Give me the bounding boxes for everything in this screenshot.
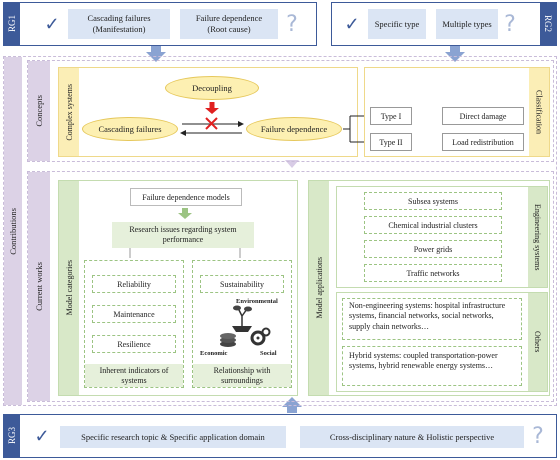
- non-engineering-box: Non-engineering systems: hospital infras…: [342, 298, 522, 340]
- research-issues-box: Research issues regarding system perform…: [112, 222, 254, 248]
- sustainability-box: Sustainability: [200, 275, 284, 293]
- rg1-tab: RG1: [4, 3, 20, 45]
- rg1-item-dependence: Failure dependence (Root cause): [180, 9, 278, 39]
- classification-tab: Classification: [529, 68, 549, 156]
- model-categories-tab: Model categories: [59, 181, 79, 395]
- social-label: Social: [260, 350, 277, 357]
- complex-systems-label: Complex systems: [64, 83, 74, 141]
- engineering-item-chemical: Chemical industrial clusters: [364, 216, 502, 234]
- rg3-item-cross: Cross-disciplinary nature & Holistic per…: [300, 426, 524, 448]
- classification-label: Classification: [534, 90, 544, 134]
- check-icon: ✓: [344, 13, 360, 34]
- question-icon: ?: [286, 11, 298, 37]
- check-icon: ✓: [44, 13, 60, 34]
- rg2-item-multiple: Multiple types: [436, 9, 498, 39]
- rg3-item-specific: Specific research topic & Specific appli…: [60, 426, 286, 448]
- engineering-item-traffic: Traffic networks: [364, 264, 502, 282]
- concepts-tab: Concepts: [28, 61, 50, 161]
- failure-dependence-models-box: Failure dependence models: [130, 188, 242, 206]
- others-frame: [336, 292, 548, 392]
- rg2-tab-label: RG2: [543, 15, 553, 33]
- current-works-frame: [27, 171, 554, 402]
- type1-box: Type I: [370, 107, 412, 125]
- complex-systems-tab: Complex systems: [59, 68, 79, 156]
- model-applications-label: Model applications: [314, 257, 324, 319]
- rg2-item-specific: Specific type: [368, 9, 426, 39]
- contributions-frame: [3, 56, 557, 406]
- relationship-label: Relationship with surroundings: [193, 364, 291, 387]
- contributions-label: Contributions: [8, 207, 18, 255]
- sustainability-illustration: [220, 305, 271, 347]
- others-tab: Others: [528, 293, 547, 391]
- engineering-systems-label: Engineering systems: [533, 203, 542, 271]
- engineering-systems-tab: Engineering systems: [528, 187, 547, 287]
- rg3-tab-label: RG3: [7, 427, 17, 445]
- direct-damage-box: Direct damage: [442, 107, 524, 125]
- question-icon: ?: [532, 423, 544, 449]
- cascading-failures-ellipse: Cascading failures: [82, 117, 178, 141]
- rg2-tab: RG2: [540, 3, 556, 45]
- economic-label: Economic: [200, 350, 228, 357]
- model-categories-label: Model categories: [64, 260, 74, 316]
- type2-box: Type II: [370, 133, 412, 151]
- others-label: Others: [533, 331, 542, 353]
- check-icon: ✓: [34, 425, 50, 446]
- contributions-tab: Contributions: [4, 57, 22, 405]
- model-applications-tab: Model applications: [309, 181, 329, 395]
- load-redistribution-box: Load redistribution: [442, 133, 524, 151]
- current-works-tab: Current works: [28, 172, 50, 401]
- rg3-tab: RG3: [4, 415, 20, 457]
- failure-dependence-ellipse: Failure dependence: [246, 117, 342, 141]
- decoupling-ellipse: Decoupling: [165, 76, 259, 100]
- engineering-item-subsea: Subsea systems: [364, 192, 502, 210]
- concepts-frame: [27, 60, 554, 162]
- environmental-label: Environmental: [236, 298, 278, 305]
- engineering-systems-frame: [336, 186, 548, 288]
- rg1-tab-label: RG1: [7, 15, 17, 33]
- resilience-box: Resilience: [92, 335, 176, 353]
- question-icon: ?: [504, 11, 516, 37]
- concepts-label: Concepts: [34, 95, 44, 127]
- engineering-item-power: Power grids: [364, 240, 502, 258]
- rg1-item-cascading: Cascading failures (Manifestation): [68, 9, 170, 39]
- inherent-indicators-label: Inherent indicators of systems: [85, 364, 183, 387]
- reliability-box: Reliability: [92, 275, 176, 293]
- maintenance-box: Maintenance: [92, 305, 176, 323]
- current-works-label: Current works: [34, 262, 44, 311]
- hybrid-box: Hybrid systems: coupled transportation-p…: [342, 346, 522, 386]
